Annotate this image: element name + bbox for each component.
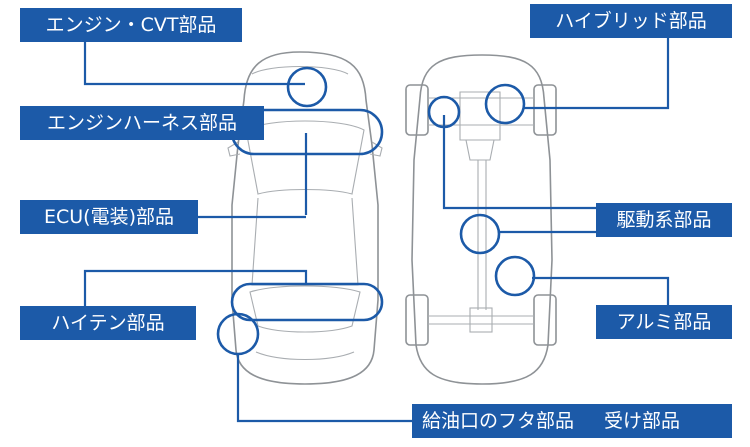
connector-hybrid <box>524 34 670 110</box>
marker-aluminum <box>494 255 536 297</box>
propeller-shaft <box>477 160 487 310</box>
connector-aluminum <box>532 276 670 306</box>
connector-lines <box>83 30 670 423</box>
label-aluminum[interactable]: アルミ部品 <box>596 305 732 339</box>
rear-left-wheel <box>405 294 429 346</box>
marker-engine <box>286 66 328 108</box>
rear-right-wheel <box>533 294 557 346</box>
marker-fuel-cap <box>216 312 260 356</box>
connector-drivetrain-front <box>442 115 596 210</box>
car-top-view <box>227 51 383 385</box>
label-engine-harness[interactable]: エンジンハーネス部品 <box>20 106 264 140</box>
label-hybrid[interactable]: ハイブリッド部品 <box>530 4 732 38</box>
label-fuel-cap: 給油口のフタ部品 <box>422 409 575 432</box>
car-top-trunk-line <box>255 351 355 360</box>
highlight-markers <box>216 66 536 356</box>
car-top-hood-line <box>251 66 349 75</box>
car-top-body-outline <box>231 51 379 385</box>
connector-fuel-cap <box>236 355 412 423</box>
differential <box>469 307 493 333</box>
marker-drivetrain-front <box>427 95 461 129</box>
front-right-wheel <box>533 84 557 136</box>
marker-hybrid <box>484 83 526 125</box>
car-top-rear-window <box>249 285 361 333</box>
marker-drivetrain-shaft <box>459 213 501 255</box>
label-ecu[interactable]: ECU(電装)部品 <box>20 200 198 234</box>
transmission-block <box>465 139 495 161</box>
connector-high-tensile <box>83 269 308 308</box>
connector-engine-cvt <box>83 30 305 86</box>
rear-axle <box>428 315 534 325</box>
car-underside-view <box>405 54 557 385</box>
car-under-body-outline <box>411 54 553 385</box>
label-high-tensile[interactable]: ハイテン部品 <box>20 306 196 340</box>
car-top-mirror-left <box>227 141 241 157</box>
car-top-windshield <box>245 120 365 195</box>
label-drivetrain[interactable]: 駆動系部品 <box>596 203 732 237</box>
marker-high-tensile <box>230 282 384 322</box>
label-engine-cvt[interactable]: エンジン・CVT部品 <box>20 8 242 42</box>
label-receiver: 受け部品 <box>604 409 681 432</box>
label-fuel-cap-group[interactable]: 給油口のフタ部品 受け部品 <box>412 404 732 438</box>
